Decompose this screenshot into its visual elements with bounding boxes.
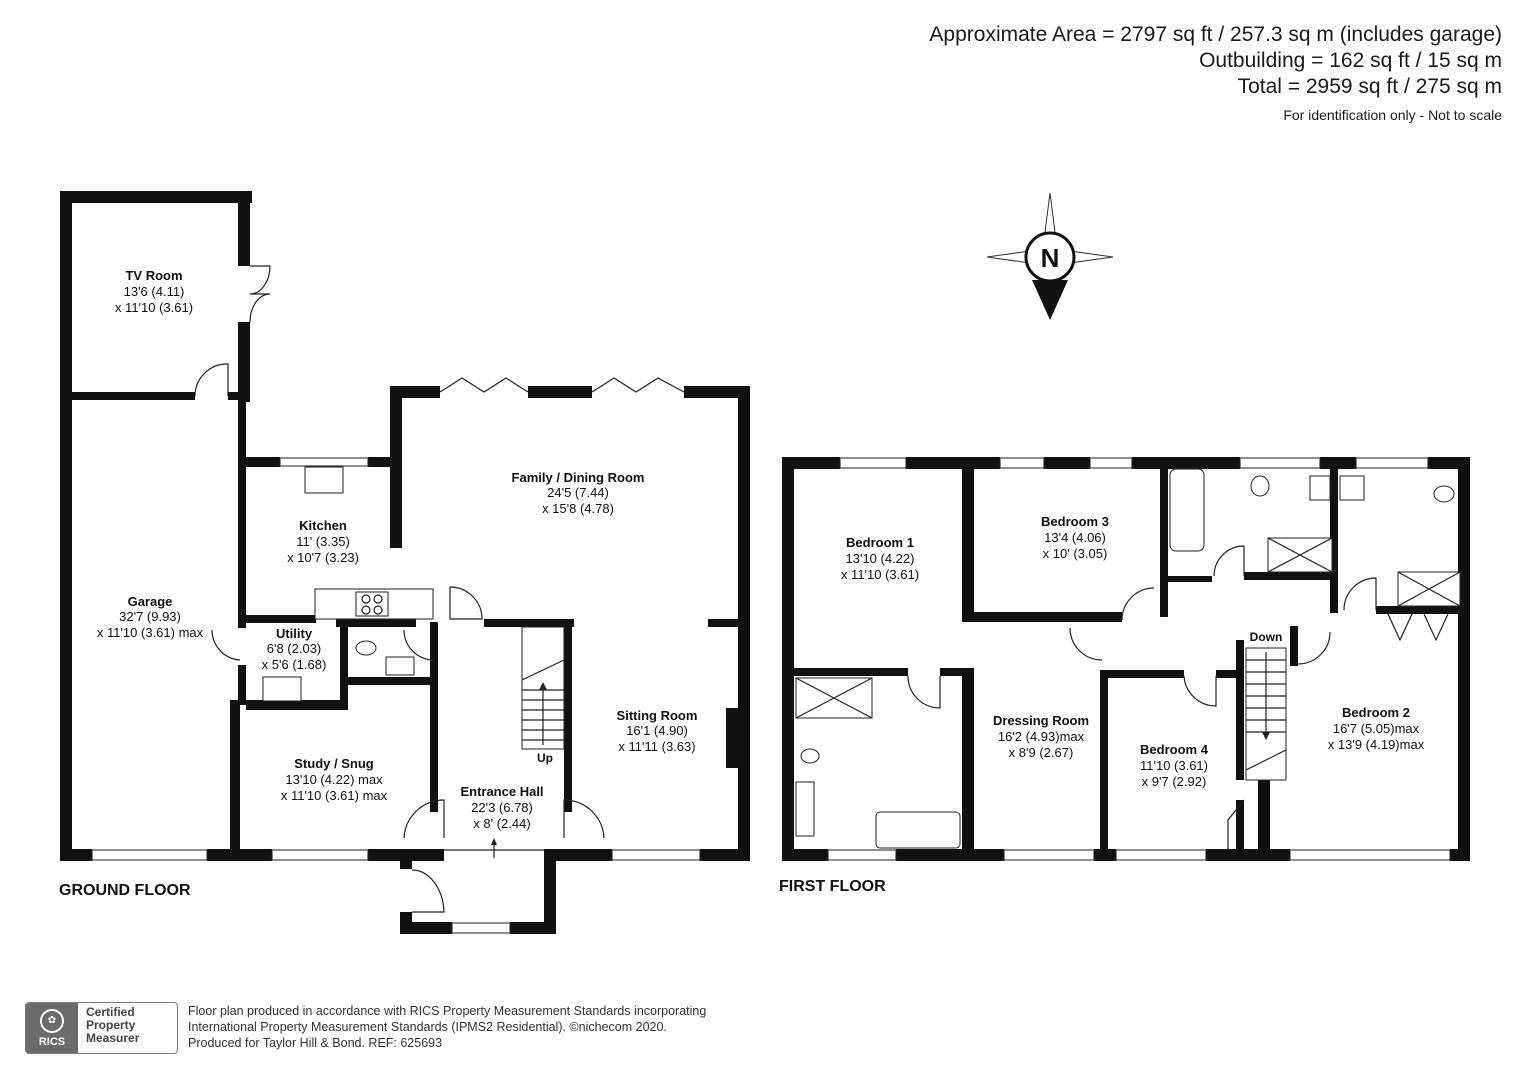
compass-north-label: N — [1041, 243, 1060, 273]
room-utility-name: Utility — [276, 626, 313, 641]
scale-disclaimer: For identification only - Not to scale — [1283, 107, 1502, 123]
footer-line-2: International Property Measurement Stand… — [188, 1020, 667, 1034]
room-bedroom3-name: Bedroom 3 — [1041, 514, 1109, 529]
ground-floor-labels: TV Room 13'6 (4.11) x 11'10 (3.61) Garag… — [59, 268, 697, 899]
compass-icon: N — [986, 192, 1114, 320]
room-bedroom2-dim2: x 13'9 (4.19)max — [1328, 737, 1425, 752]
room-bedroom2-name: Bedroom 2 — [1342, 705, 1410, 720]
room-garage-name: Garage — [128, 594, 173, 609]
room-tv-dim2: x 11'10 (3.61) — [115, 300, 193, 315]
room-garage-dim2: x 11'10 (3.61) max — [97, 625, 204, 640]
room-dressing-name: Dressing Room — [993, 713, 1089, 728]
outbuilding-area: Outbuilding = 162 sq ft / 15 sq m — [1199, 49, 1502, 72]
stairs-down-label: Down — [1250, 630, 1283, 644]
first-floor-windows — [827, 457, 1451, 861]
ground-floor-title: GROUND FLOOR — [59, 882, 191, 899]
badge-line-3: Measurer — [86, 1031, 140, 1045]
room-kitchen-name: Kitchen — [299, 518, 347, 533]
room-bedroom3-dim2: x 10' (3.05) — [1043, 546, 1108, 561]
room-entrance-hall-name: Entrance Hall — [460, 784, 543, 799]
room-study-name: Study / Snug — [294, 756, 374, 771]
room-family-dining-dim1: 24'5 (7.44) — [547, 485, 609, 500]
rics-logo-text: RICS — [38, 1035, 66, 1048]
room-entrance-hall-dim1: 22'3 (6.78) — [471, 800, 533, 815]
room-kitchen-dim1: 11' (3.35) — [296, 534, 350, 549]
room-entrance-hall-dim2: x 8' (2.44) — [473, 816, 530, 831]
footer-disclaimer: Floor plan produced in accordance with R… — [188, 1003, 706, 1051]
first-floor-walls — [782, 457, 1470, 861]
room-garage-dim1: 32'7 (9.93) — [119, 609, 181, 624]
badge-line-1: Certified — [86, 1005, 135, 1019]
room-kitchen-dim2: x 10'7 (3.23) — [287, 550, 359, 565]
room-bedroom4-dim2: x 9'7 (2.92) — [1142, 774, 1207, 789]
room-utility-dim1: 6'8 (2.03) — [267, 641, 322, 656]
first-floor-title: FIRST FLOOR — [779, 878, 886, 895]
room-study-dim1: 13'10 (4.22) max — [285, 772, 383, 787]
badge-text: Certified Property Measurer — [78, 1003, 139, 1053]
ground-floor-windows — [91, 457, 701, 934]
room-bedroom4-dim1: 11'10 (3.61) — [1140, 758, 1208, 773]
ground-floor-fixtures — [194, 265, 685, 913]
rics-seal-icon: ✿ — [40, 1008, 64, 1033]
room-dressing-dim2: x 8'9 (2.67) — [1009, 745, 1074, 760]
room-study-dim2: x 11'10 (3.61) max — [281, 788, 388, 803]
room-dressing-dim1: 16'2 (4.93)max — [998, 729, 1085, 744]
room-sitting-dim2: x 11'11 (3.63) — [618, 739, 695, 754]
room-utility-dim2: x 5'6 (1.68) — [262, 657, 327, 672]
room-sitting-dim1: 16'1 (4.90) — [626, 723, 688, 738]
first-floor-fixtures — [795, 468, 1461, 850]
badge-line-2: Property — [86, 1018, 136, 1032]
first-floor-labels: Bedroom 1 13'10 (4.22) x 11'10 (3.61) Be… — [779, 514, 1425, 895]
room-family-dining-dim2: x 15'8 (4.78) — [542, 501, 614, 516]
rics-logo: ✿ RICS — [26, 1003, 78, 1053]
stairs-up-label: Up — [537, 751, 553, 765]
total-area: Total = 2959 sq ft / 275 sq m — [1237, 75, 1502, 98]
room-family-dining-name: Family / Dining Room — [512, 470, 645, 485]
area-summary: Approximate Area = 2797 sq ft / 257.3 sq… — [929, 22, 1502, 124]
room-bedroom1-dim1: 13'10 (4.22) — [846, 551, 915, 566]
ground-floor-walls — [60, 191, 750, 934]
approximate-area: Approximate Area = 2797 sq ft / 257.3 sq… — [929, 23, 1502, 46]
room-bedroom3-dim1: 13'4 (4.06) — [1044, 530, 1106, 545]
rics-certified-badge: ✿ RICS Certified Property Measurer — [25, 1002, 178, 1054]
footer-line-1: Floor plan produced in accordance with R… — [188, 1004, 707, 1018]
room-tv-dim1: 13'6 (4.11) — [124, 284, 185, 299]
room-bedroom1-name: Bedroom 1 — [846, 535, 914, 550]
room-tv-name: TV Room — [125, 268, 182, 283]
room-sitting-name: Sitting Room — [617, 708, 698, 723]
footer-line-3: Produced for Taylor Hill & Bond. REF: 62… — [188, 1036, 443, 1050]
room-bedroom1-dim2: x 11'10 (3.61) — [841, 567, 919, 582]
room-bedroom2-dim1: 16'7 (5.05)max — [1333, 721, 1420, 736]
room-bedroom4-name: Bedroom 4 — [1140, 742, 1209, 757]
